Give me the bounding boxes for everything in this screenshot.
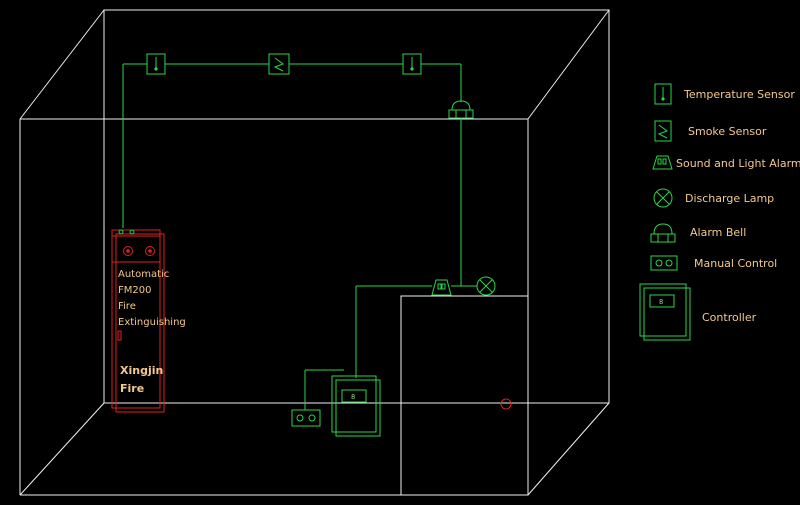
unit-label-line4: Extinguishing bbox=[118, 317, 186, 328]
wiring bbox=[122, 63, 477, 410]
legend-alarm-bell-label: Alarm Bell bbox=[690, 226, 746, 239]
unit-gauge-left bbox=[123, 246, 133, 256]
legend-alarm-bell-icon bbox=[650, 223, 676, 243]
legend-discharge-lamp-icon bbox=[653, 188, 673, 208]
legend-controller-label: Controller bbox=[702, 311, 757, 324]
unit-brand-line2: Fire bbox=[120, 382, 144, 395]
unit-terminal-1 bbox=[118, 229, 124, 235]
unit-gauge-right bbox=[145, 246, 155, 256]
unit-handle bbox=[117, 330, 122, 341]
unit-label-line1: Automatic bbox=[118, 269, 169, 280]
legend-smoke-sensor-icon bbox=[654, 120, 672, 142]
legend-temperature-sensor-label: Temperature Sensor bbox=[683, 88, 795, 101]
legend-sound-light-alarm-label: Sound and Light Alarm bbox=[676, 157, 800, 170]
legend-sound-light-alarm-icon bbox=[652, 155, 673, 170]
sound-light-alarm-icon bbox=[431, 279, 452, 296]
edge-bottom-right bbox=[527, 402, 610, 496]
room-controller-digit: 8 bbox=[351, 393, 355, 401]
temperature-sensor-1-icon bbox=[146, 53, 166, 75]
unit-label-line2: FM200 bbox=[118, 285, 151, 296]
edge-top-right bbox=[527, 9, 610, 120]
edge-top-left bbox=[19, 9, 105, 120]
temperature-sensor-2-icon bbox=[402, 53, 422, 75]
room-wireframe bbox=[19, 9, 610, 496]
legend-controller-icon: 8 bbox=[639, 283, 691, 341]
smoke-sensor-icon bbox=[268, 53, 290, 75]
room-manual-control-icon bbox=[291, 409, 321, 427]
enclosure-indicator bbox=[500, 398, 512, 410]
discharge-lamp-icon bbox=[476, 276, 496, 296]
legend-discharge-lamp-label: Discharge Lamp bbox=[685, 192, 774, 205]
legend-smoke-sensor-label: Smoke Sensor bbox=[688, 125, 767, 138]
alarm-bell-icon bbox=[448, 100, 474, 119]
legend-manual-control-label: Manual Control bbox=[694, 257, 777, 270]
fm200-cabinet bbox=[111, 229, 161, 409]
room-controller-icon: 8 bbox=[331, 375, 381, 437]
unit-brand-line1: Xingjin bbox=[120, 364, 163, 377]
fm200-unit: Automatic FM200 Fire Extinguishing Xingj… bbox=[111, 229, 186, 413]
legend-controller-digit: 8 bbox=[659, 298, 663, 306]
legend-temperature-sensor-icon bbox=[654, 83, 672, 105]
enclosure-box bbox=[400, 295, 529, 496]
unit-terminal-2 bbox=[129, 229, 135, 235]
legend: Temperature Sensor Smoke Sensor Sound an… bbox=[639, 83, 800, 341]
unit-label-line3: Fire bbox=[118, 301, 136, 312]
legend-manual-control-icon bbox=[650, 255, 678, 271]
protected-enclosure bbox=[400, 295, 529, 496]
edge-bottom-left bbox=[19, 402, 105, 496]
